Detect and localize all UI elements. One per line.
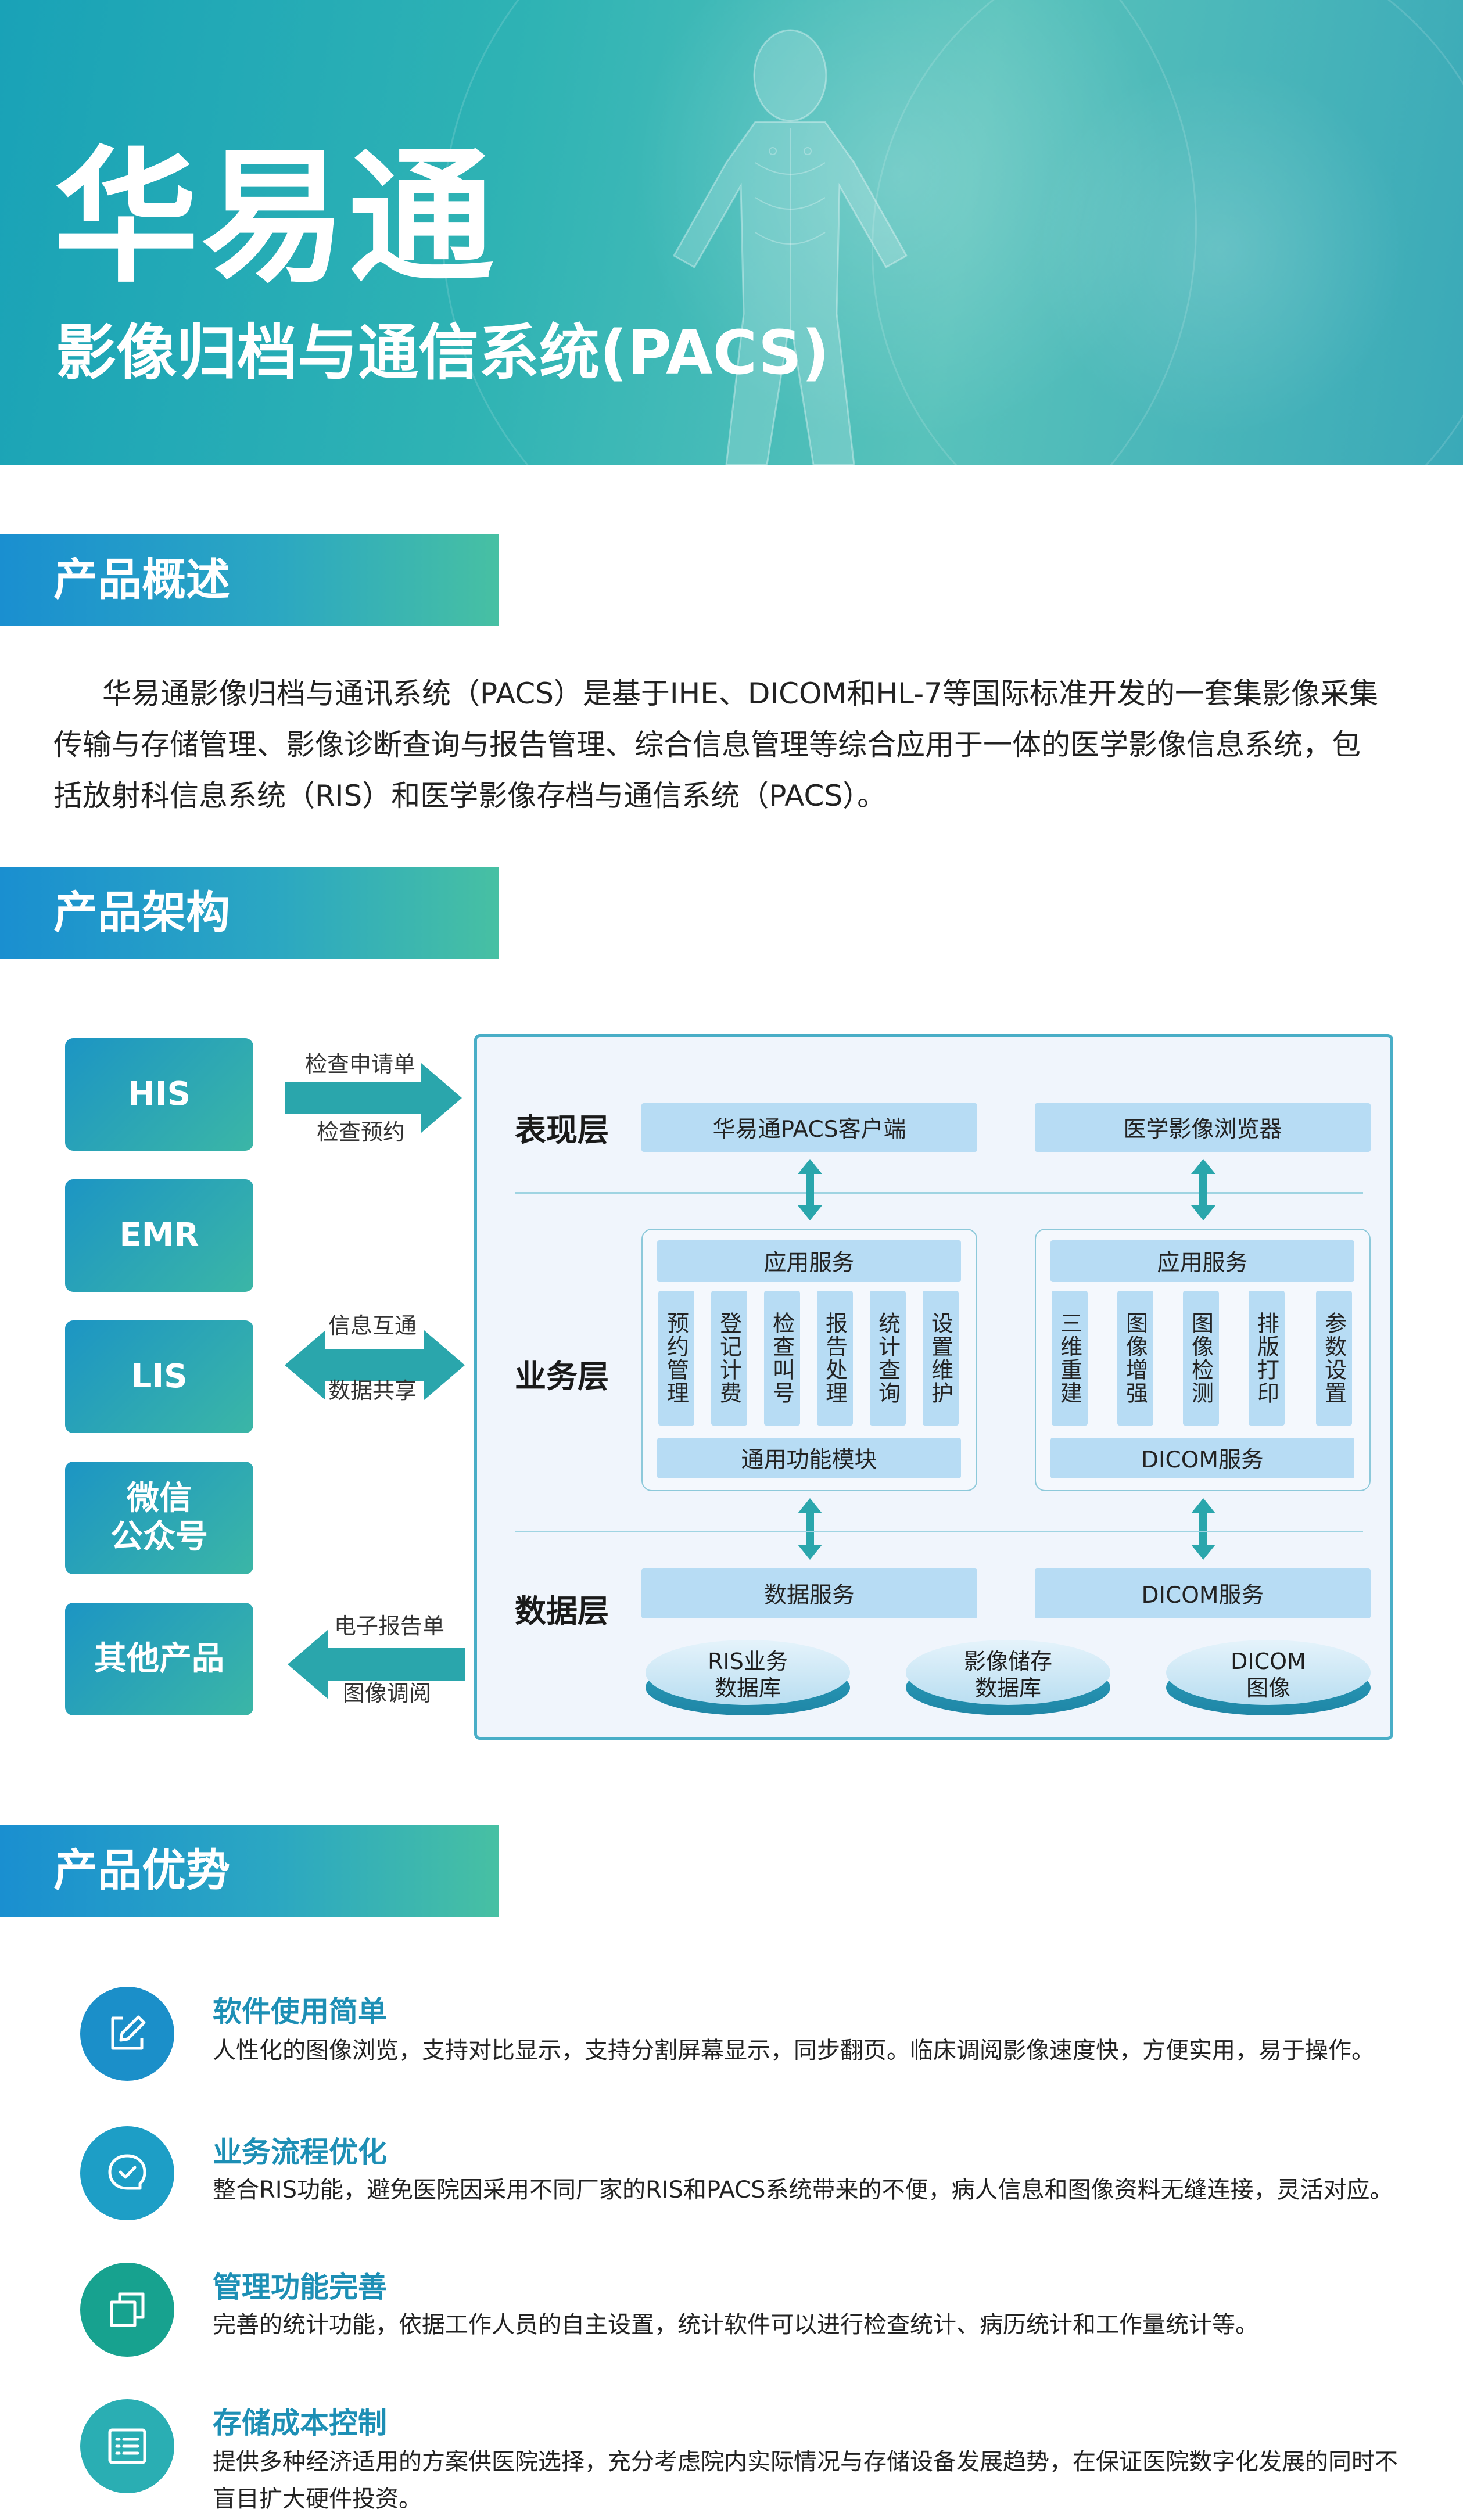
business-panel-left: 应用服务 预约管理 登记计费 检查叫号 报告处理 统计查询 设置维护 通用功能模… xyxy=(641,1229,977,1491)
advantage-description: 提供多种经济适用的方案供医院选择，充分考虑院内实际情况与存储设备发展趋势，在保证… xyxy=(213,2449,1398,2512)
advantage-title: 软件使用简单 xyxy=(213,1995,387,2029)
section-header-architecture: 产品架构 xyxy=(0,867,499,959)
architecture-frame: 表现层 业务层 数据层 华易通PACS客户端 医学影像浏览器 应用服务 预约管理… xyxy=(474,1034,1393,1740)
check-chat-icon xyxy=(80,2126,174,2220)
pacs-client: 华易通PACS客户端 xyxy=(641,1103,977,1152)
hero-ring xyxy=(872,0,1463,465)
advantage-description: 人性化的图像浏览，支持对比显示，支持分割屏幕显示，同步翻页。临床调阅影像速度快，… xyxy=(213,2037,1375,2064)
dicom-data-service: DICOM服务 xyxy=(1035,1568,1371,1618)
right-arrow-icon xyxy=(285,1063,462,1133)
module-queue-calling: 检查叫号 xyxy=(764,1291,800,1426)
layer-label-business: 业务层 xyxy=(515,1358,609,1395)
vertical-double-arrow-icon xyxy=(798,1498,822,1560)
module-layout-print: 排版打印 xyxy=(1249,1291,1285,1426)
source-wechat: 微信 公众号 xyxy=(65,1462,253,1574)
image-browser: 医学影像浏览器 xyxy=(1035,1103,1371,1152)
section-title: 产品优势 xyxy=(53,1844,230,1896)
layer-divider xyxy=(515,1531,1363,1532)
database-label: RIS业务 数据库 xyxy=(708,1649,788,1701)
hero-banner: 华易通 影像归档与通信系统(PACS) xyxy=(0,0,1463,465)
app-service-header: 应用服务 xyxy=(657,1240,961,1282)
layer-label-data: 数据层 xyxy=(515,1593,609,1629)
module-report: 报告处理 xyxy=(817,1291,853,1426)
arrow-label: 电子报告单 xyxy=(334,1613,445,1639)
source-emr: EMR xyxy=(65,1179,253,1292)
hero-title: 华易通 xyxy=(53,133,496,302)
hero-subtitle: 影像归档与通信系统(PACS) xyxy=(56,317,830,388)
database-label: 影像储存 数据库 xyxy=(963,1649,1052,1701)
arrow-label: 检查申请单 xyxy=(305,1051,416,1077)
left-arrow-icon xyxy=(288,1629,465,1699)
section-title: 产品架构 xyxy=(53,886,230,938)
layer-label-presentation: 表现层 xyxy=(515,1112,609,1148)
source-lis: LIS xyxy=(65,1320,253,1433)
advantage-title: 业务流程优化 xyxy=(213,2135,387,2169)
arrow-label: 图像调阅 xyxy=(343,1681,432,1706)
module-3d-reconstruction: 三维重建 xyxy=(1052,1291,1088,1426)
module-appointment: 预约管理 xyxy=(658,1291,694,1426)
advantage-description: 完善的统计功能，依据工作人员的自主设置，统计软件可以进行检查统计、病历统计和工作… xyxy=(213,2311,1258,2338)
arrow-label: 数据共享 xyxy=(328,1378,417,1403)
copy-icon xyxy=(80,2263,174,2357)
dicom-service-footer: DICOM服务 xyxy=(1050,1438,1354,1478)
section-header-overview: 产品概述 xyxy=(0,534,499,626)
module-registration: 登记计费 xyxy=(711,1291,747,1426)
common-module-footer: 通用功能模块 xyxy=(657,1438,961,1478)
section-title: 产品概述 xyxy=(53,554,230,605)
module-parameters: 参数设置 xyxy=(1316,1291,1352,1426)
module-settings: 设置维护 xyxy=(923,1291,959,1426)
module-image-detect: 图像检测 xyxy=(1183,1291,1219,1426)
vertical-double-arrow-icon xyxy=(1191,1498,1215,1560)
human-body-illustration xyxy=(672,29,908,465)
business-panel-right: 应用服务 三维重建 图像增强 图像检测 排版打印 参数设置 DICOM服务 xyxy=(1035,1229,1371,1491)
vertical-double-arrow-icon xyxy=(798,1159,822,1220)
app-service-header: 应用服务 xyxy=(1050,1240,1354,1282)
advantage-description: 整合RIS功能，避免医院因采用不同厂家的RIS和PACS系统带来的不便，病人信息… xyxy=(213,2177,1393,2203)
advantage-title: 存储成本控制 xyxy=(213,2406,387,2440)
arrow-label: 检查预约 xyxy=(317,1119,406,1145)
overview-paragraph: 华易通影像归档与通讯系统（PACS）是基于IHE、DICOM和HL-7等国际标准… xyxy=(53,677,1378,813)
data-service: 数据服务 xyxy=(641,1568,977,1618)
edit-icon xyxy=(80,1987,174,2081)
source-other-products: 其他产品 xyxy=(65,1603,253,1715)
double-arrow-icon xyxy=(285,1330,465,1400)
database-image-storage: 影像储存 数据库 xyxy=(906,1640,1110,1715)
database-label: DICOM 图像 xyxy=(1231,1649,1306,1701)
storage-list-icon xyxy=(80,2399,174,2493)
module-image-enhance: 图像增强 xyxy=(1117,1291,1153,1426)
source-his: HIS xyxy=(65,1038,253,1151)
arrow-label: 信息互通 xyxy=(328,1313,417,1338)
database-ris: RIS业务 数据库 xyxy=(646,1640,850,1715)
database-dicom-images: DICOM 图像 xyxy=(1166,1640,1371,1715)
vertical-double-arrow-icon xyxy=(1191,1159,1215,1220)
section-header-advantages: 产品优势 xyxy=(0,1825,499,1917)
advantage-title: 管理功能完善 xyxy=(213,2270,387,2304)
layer-divider xyxy=(515,1192,1363,1194)
module-statistics: 统计查询 xyxy=(870,1291,906,1426)
